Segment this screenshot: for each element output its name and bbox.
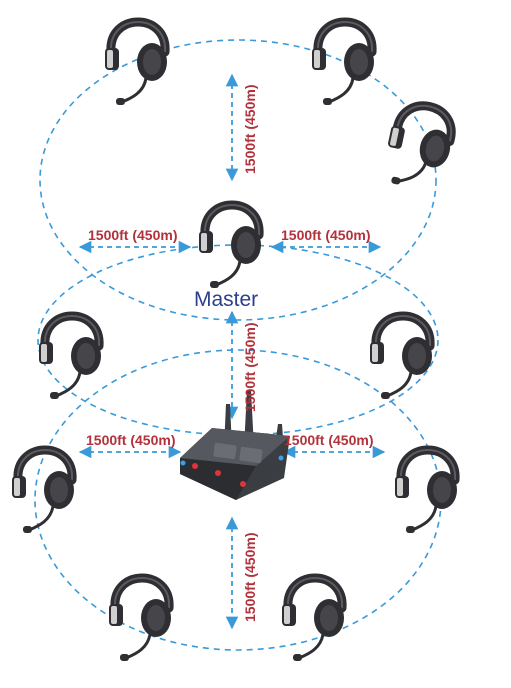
range-label-left-upper: 1500ft (450m)	[88, 227, 178, 243]
headset-icon	[109, 578, 171, 661]
headset-icon	[395, 450, 457, 533]
headset-icon	[380, 100, 458, 194]
range-arrows	[78, 73, 386, 630]
headset-icon	[370, 316, 432, 399]
headset-icon	[12, 450, 74, 533]
base-station-icon	[180, 390, 290, 500]
headset-icon	[199, 205, 261, 288]
range-label-center-vertical: 1500ft (450m)	[242, 322, 258, 413]
headset-icon	[282, 578, 344, 661]
master-label: Master	[194, 288, 259, 311]
range-label-left-lower: 1500ft (450m)	[86, 432, 176, 448]
headset-icon	[105, 22, 167, 105]
outer-link-ellipse	[39, 39, 437, 321]
headset-icon	[312, 22, 374, 105]
lower-link-ellipse	[34, 349, 442, 651]
headsets	[12, 22, 458, 661]
range-label-top-vertical: 1500ft (450m)	[242, 84, 258, 175]
headset-icon	[39, 316, 101, 399]
range-label-bottom-vertical: 1500ft (450m)	[242, 532, 258, 623]
range-label-right-lower: 1500ft (450m)	[284, 432, 374, 448]
range-label-right-upper: 1500ft (450m)	[281, 227, 371, 243]
